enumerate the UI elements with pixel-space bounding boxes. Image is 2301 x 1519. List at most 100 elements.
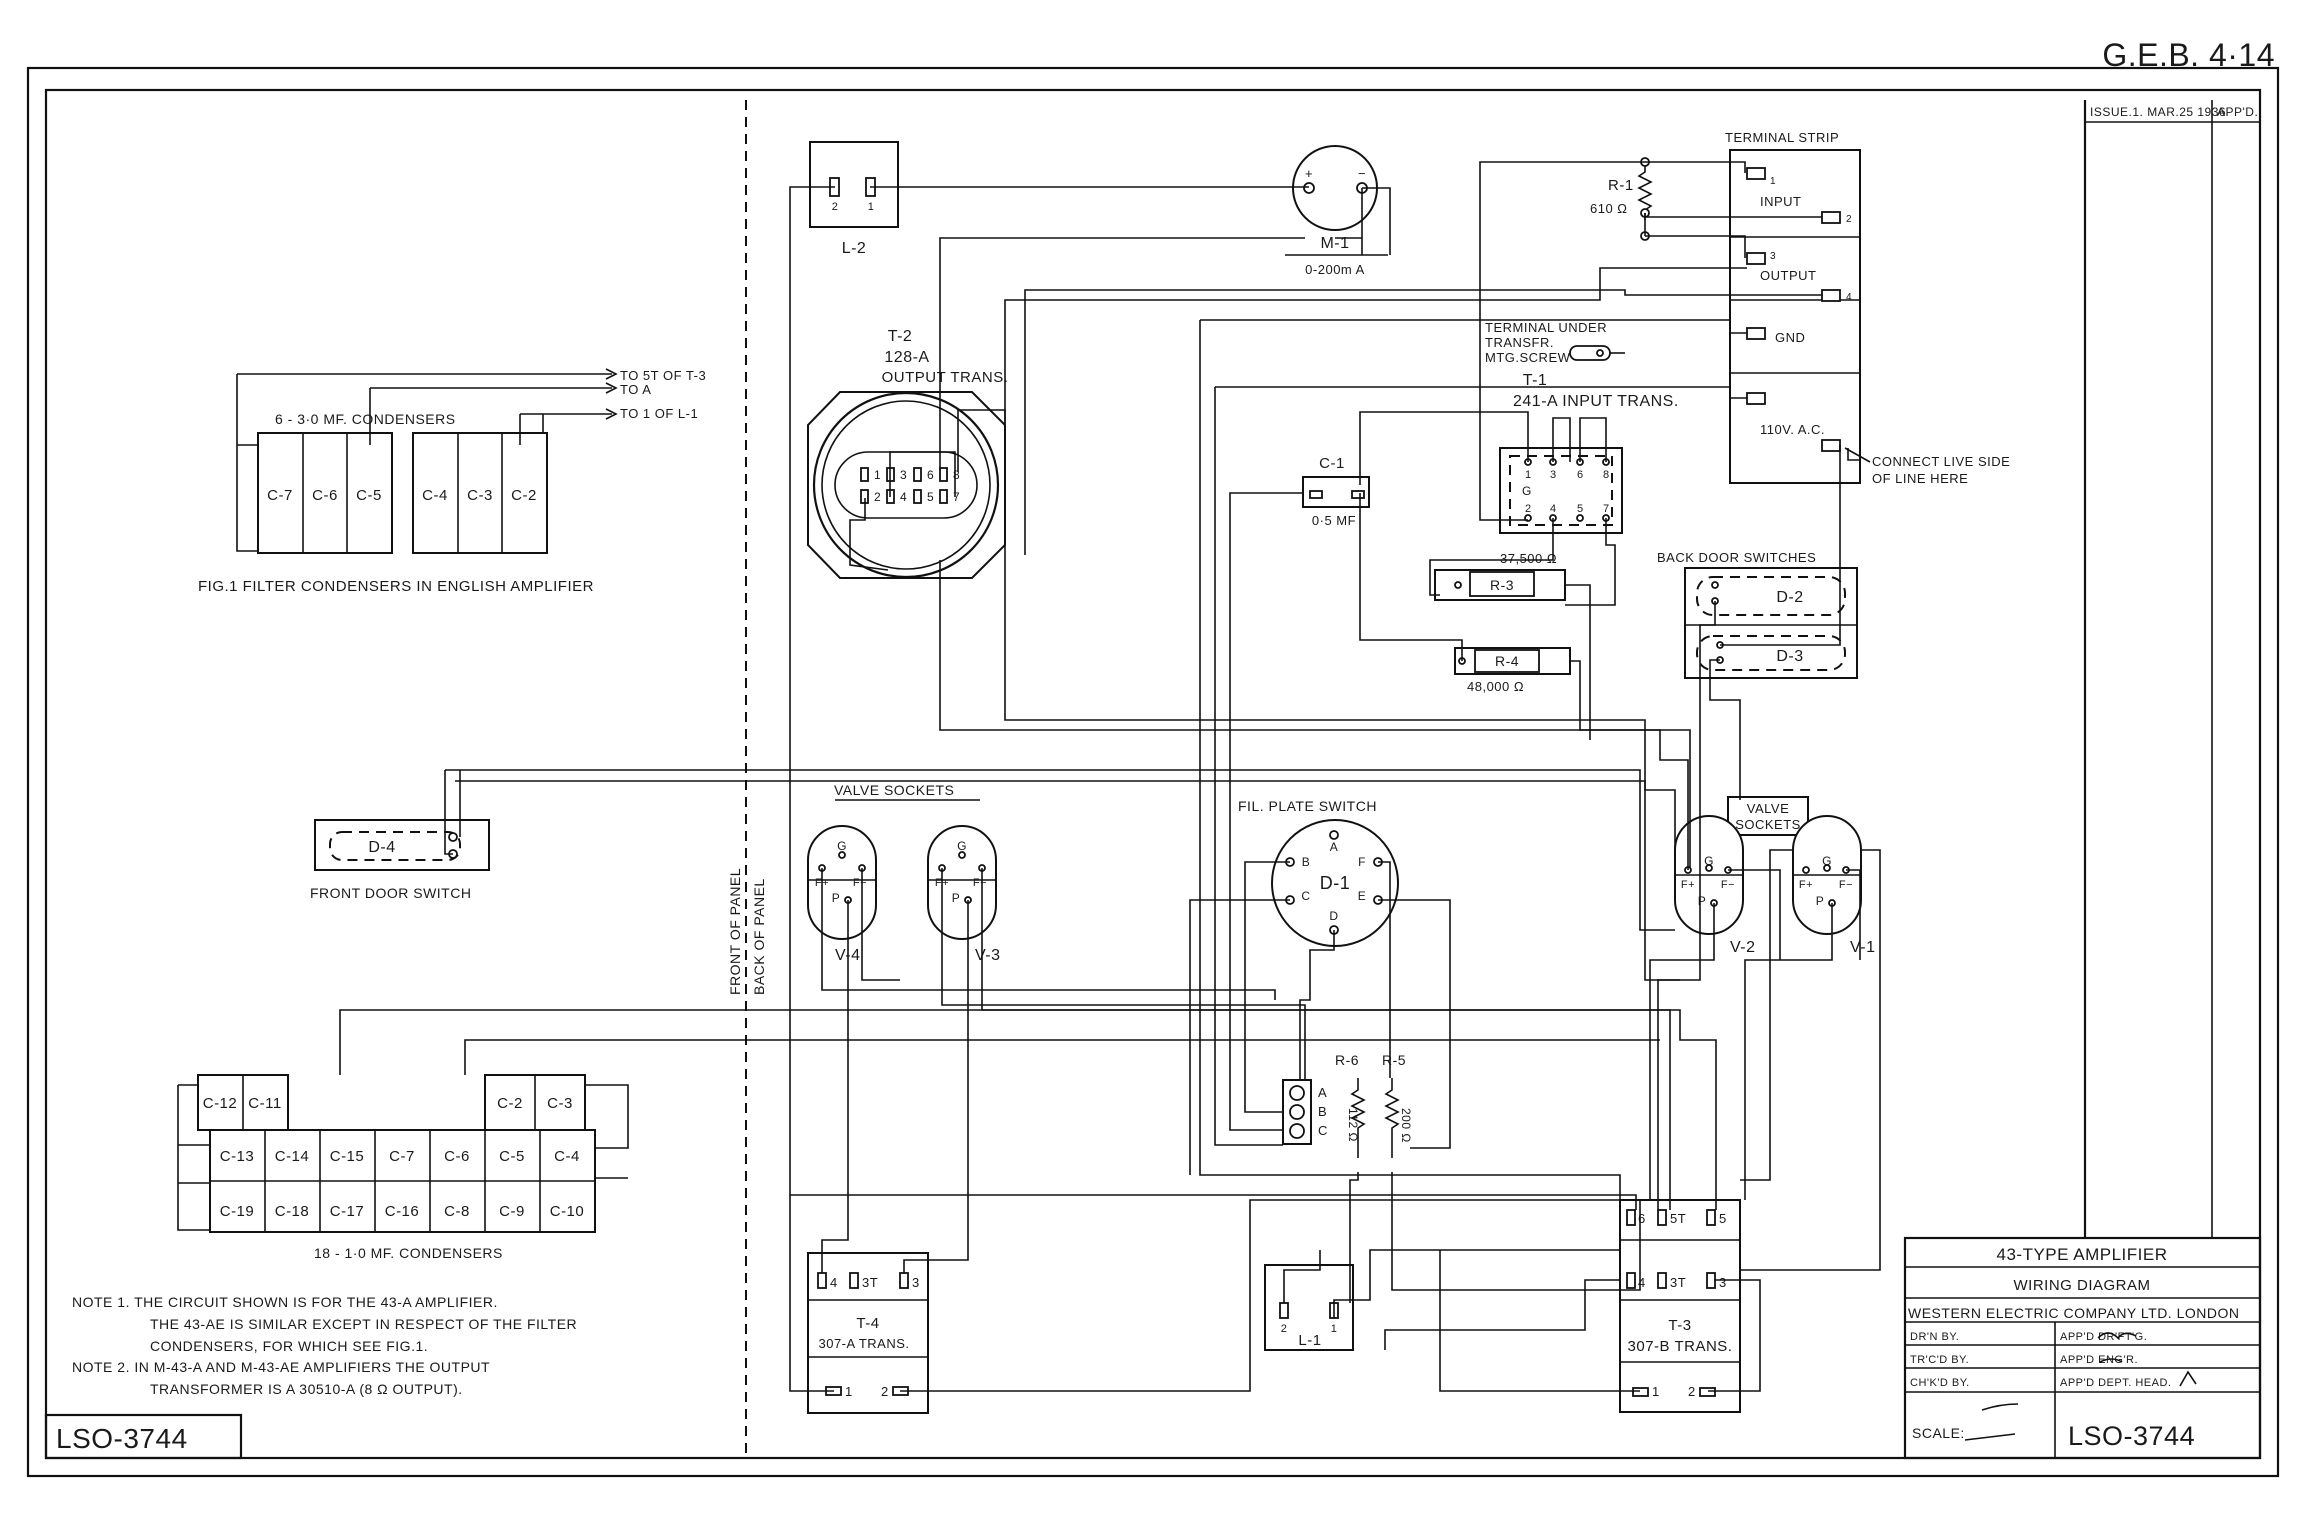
d1-d: D — [1329, 909, 1338, 923]
r3-label: R-3 — [1490, 577, 1514, 593]
checked-by: CH'K'D BY. — [1910, 1377, 1970, 1389]
v4-fm: F− — [853, 877, 867, 889]
t4-name: T-4 — [856, 1315, 879, 1332]
strip-live2: OF LINE HERE — [1872, 471, 1968, 486]
cap-c8: C-8 — [444, 1203, 470, 1220]
strip-input: INPUT — [1760, 194, 1802, 209]
r3-value: 37,500 Ω — [1500, 551, 1557, 566]
t1-pin-3: 3 — [1550, 469, 1557, 481]
t3-desc: 307-B TRANS. — [1628, 1338, 1733, 1355]
title-block-company: WESTERN ELECTRIC COMPANY LTD. LONDON — [1908, 1305, 2239, 1321]
valves-left-title: VALVE SOCKETS — [834, 782, 954, 798]
t1-name: T-1 — [1523, 372, 1548, 389]
appd-label: APP'D. — [2217, 105, 2258, 119]
c1-value: 0·5 MF — [1312, 513, 1356, 528]
t1-transfr: TRANSFR. — [1485, 335, 1554, 350]
l2-label: L-2 — [842, 240, 867, 257]
valve-sockets-left: VALVE SOCKETS — [834, 782, 980, 801]
cap-c18: C-18 — [275, 1203, 310, 1220]
m1-range: 0-200m A — [1305, 262, 1365, 277]
fig1-cap-c2: C-2 — [511, 487, 537, 504]
switch-d1: FIL. PLATE SWITCH D-1 A B C D E F — [1238, 798, 1399, 947]
v3-fm: F− — [973, 877, 987, 889]
t3-p5: 5 — [1719, 1211, 1727, 1226]
c1-label: C-1 — [1319, 455, 1345, 472]
v1-g: G — [1822, 854, 1832, 868]
r6-label: R-6 — [1335, 1052, 1359, 1068]
transformer-t3: 6 5T 5 4 3T 3 T-3 307-B TRANS. 1 2 — [1619, 1199, 1741, 1413]
drawing-number-box-left: LSO-3744 — [44, 1413, 243, 1460]
t1-pin-1: 1 — [1525, 469, 1532, 481]
fig1-cap-c3: C-3 — [467, 487, 493, 504]
d1-title: FIL. PLATE SWITCH — [1238, 798, 1377, 814]
v1-fp: F+ — [1799, 879, 1813, 891]
r1-label: R-1 — [1608, 177, 1634, 194]
cap-c12: C-12 — [203, 1095, 238, 1112]
t3-p1: 1 — [1652, 1384, 1660, 1399]
v3-g: G — [957, 839, 967, 853]
v1-fm: F− — [1839, 879, 1853, 891]
cap-c15: C-15 — [330, 1148, 365, 1165]
strip-gnd: GND — [1775, 330, 1805, 345]
sheet-frame — [26, 66, 2280, 1478]
cap-c7: C-7 — [389, 1148, 415, 1165]
r6-value: 112 Ω — [1346, 1108, 1360, 1142]
l1-pin1: 1 — [1331, 1323, 1338, 1335]
v4-g: G — [837, 839, 847, 853]
issue-label: ISSUE.1. MAR.25 1936 — [2090, 105, 2226, 119]
valves-right-title1: VALVE — [1747, 801, 1789, 816]
cap-c10: C-10 — [550, 1203, 585, 1220]
t1-under: TERMINAL UNDER — [1485, 320, 1607, 335]
abc-c: C — [1318, 1123, 1328, 1138]
strip-ac: 110V. A.C. — [1760, 422, 1825, 437]
t1-pin-8: 8 — [1603, 469, 1610, 481]
cap-c11: C-11 — [248, 1095, 281, 1112]
note1-line1: NOTE 1. THE CIRCUIT SHOWN IS FOR THE 43-… — [72, 1294, 498, 1310]
t2-pin-8: 8 — [953, 468, 960, 482]
strip-n1: 1 — [1770, 176, 1776, 187]
cap-c16: C-16 — [385, 1203, 420, 1220]
m1-plus: + — [1305, 166, 1313, 181]
t2-pin-3: 3 — [900, 468, 907, 482]
back-door-switches: BACK DOOR SWITCHES D-2 D-3 — [1657, 550, 1858, 679]
t1-pin-7: 7 — [1603, 503, 1610, 515]
resistor-r5: R-5 200 Ω — [1382, 1052, 1413, 1158]
capacitor-c1: C-1 0·5 MF — [1302, 455, 1370, 528]
cap-c5: C-5 — [499, 1148, 525, 1165]
title-block-subtitle: WIRING DIAGRAM — [2014, 1277, 2151, 1294]
fig1-to-a: TO A — [620, 382, 651, 397]
note2-line1: NOTE 2. IN M-43-A AND M-43-AE AMPLIFIERS… — [72, 1359, 490, 1375]
l2-pin2: 2 — [832, 201, 839, 213]
t4-p4: 4 — [830, 1275, 838, 1290]
l1-pin2: 2 — [1281, 1323, 1288, 1335]
valve-v4: G F+ F− P V-4 — [807, 825, 877, 964]
resistor-r3: 37,500 Ω R-3 — [1434, 551, 1566, 601]
d1-a: A — [1330, 840, 1339, 854]
r5-value: 200 Ω — [1399, 1108, 1413, 1143]
fig1-cap-c4: C-4 — [422, 487, 448, 504]
front-door-caption: FRONT DOOR SWITCH — [310, 885, 471, 901]
t2-code: 128-A — [884, 349, 929, 366]
resistor-r4: R-4 48,000 Ω — [1454, 647, 1571, 694]
v4-p: P — [832, 891, 841, 905]
t2-name: T-2 — [888, 328, 913, 345]
r4-label: R-4 — [1495, 653, 1519, 669]
t1-g: G — [1522, 484, 1532, 498]
t3-p3: 3 — [1719, 1275, 1727, 1290]
fig1-to-1-l1: TO 1 OF L-1 — [620, 406, 698, 421]
t2-desc: OUTPUT TRANS. — [882, 369, 1009, 386]
v2-p: P — [1698, 894, 1707, 908]
abc-a: A — [1318, 1085, 1327, 1100]
cap-c17: C-17 — [330, 1203, 365, 1220]
top-code: G.E.B. 4·14 — [2102, 37, 2275, 73]
strip-title: TERMINAL STRIP — [1725, 130, 1839, 145]
title-block-number: LSO-3744 — [2068, 1421, 2195, 1451]
fig1-group-label: 6 - 3·0 MF. CONDENSERS — [275, 411, 456, 427]
cap-c19: C-19 — [220, 1203, 255, 1220]
t1-screw: MTG.SCREW — [1485, 350, 1571, 365]
resistor-r6: R-6 112 Ω — [1335, 1052, 1366, 1158]
l1-label: L-1 — [1298, 1332, 1321, 1349]
t1-desc: 241-A INPUT TRANS. — [1513, 393, 1679, 410]
note1-line2: THE 43-AE IS SIMILAR EXCEPT IN RESPECT O… — [150, 1316, 577, 1332]
